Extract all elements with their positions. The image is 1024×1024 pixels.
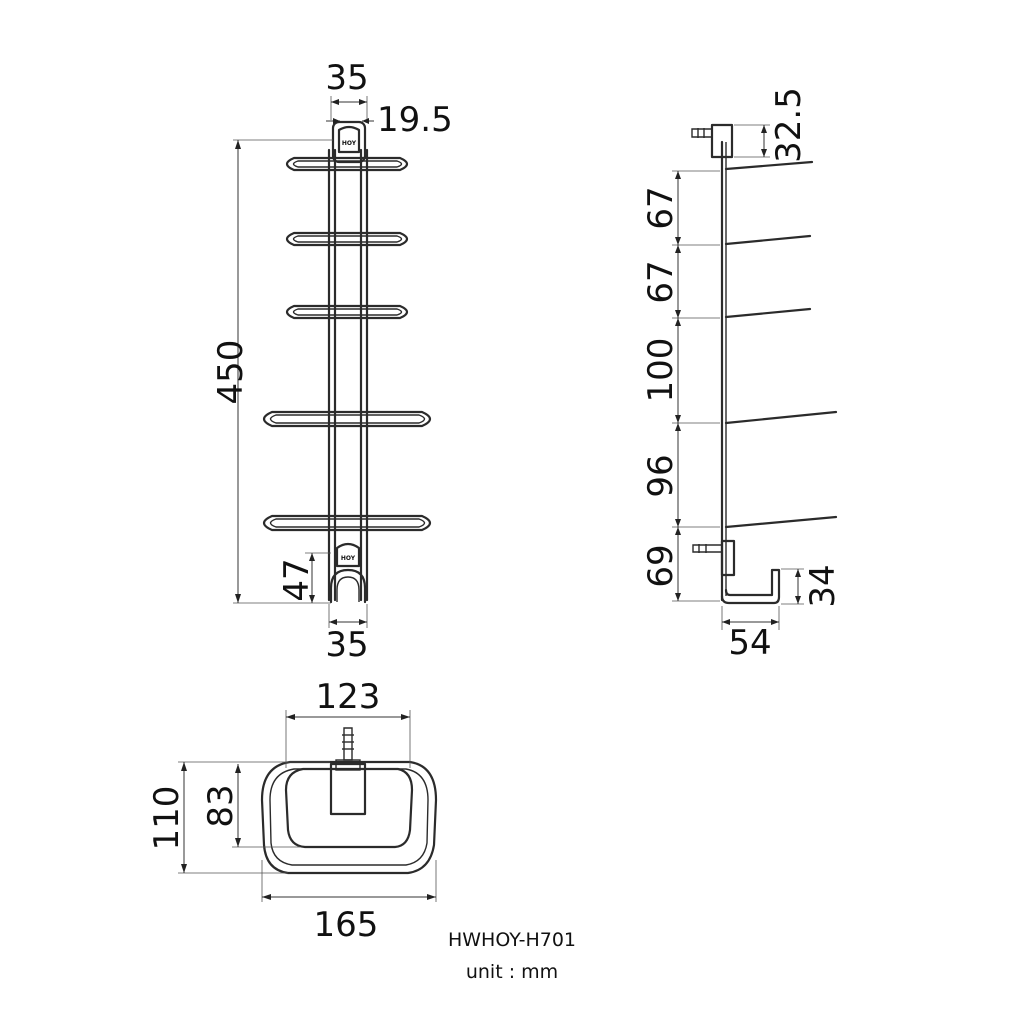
front-bottom-hook-plate bbox=[335, 542, 361, 568]
front-u-hook-inner bbox=[336, 576, 360, 602]
top-screw bbox=[343, 727, 353, 761]
front-shelf-1 bbox=[285, 156, 409, 172]
side-bottom-bracket bbox=[720, 539, 736, 577]
side-gap-5-label: 69 bbox=[641, 544, 681, 587]
top-outer-width-label: 165 bbox=[314, 905, 379, 945]
front-top-inner-label: 19.5 bbox=[377, 100, 453, 140]
side-gap-3-label: 100 bbox=[641, 338, 681, 403]
front-shelf-5 bbox=[262, 514, 432, 532]
top-outer-outline-inner bbox=[269, 768, 429, 866]
side-bottom-screw bbox=[692, 544, 723, 553]
side-j-hook bbox=[720, 568, 781, 605]
side-hook-height-label: 34 bbox=[803, 564, 843, 607]
side-shelf-4 bbox=[724, 410, 838, 425]
side-top-screw bbox=[691, 128, 713, 138]
side-shelf-1 bbox=[724, 160, 814, 171]
front-top-hook-plate bbox=[337, 125, 361, 154]
side-shelf-2 bbox=[724, 234, 812, 246]
front-bottom-offset-label: 47 bbox=[277, 558, 317, 601]
front-shelf-4 bbox=[262, 410, 432, 428]
top-outer-depth-label: 110 bbox=[147, 786, 187, 851]
side-top-bracket bbox=[710, 123, 734, 159]
side-shelf-5 bbox=[724, 515, 838, 529]
side-shelf-3 bbox=[724, 307, 812, 319]
side-hook-depth-label: 54 bbox=[728, 623, 771, 663]
front-view: HOY HOY 35 bbox=[211, 58, 453, 665]
unit-label: unit : mm bbox=[466, 961, 558, 983]
side-top-bracket-label: 32.5 bbox=[769, 87, 809, 163]
front-top-width-label: 35 bbox=[325, 58, 368, 98]
model-number: HWHOY-H701 bbox=[448, 929, 576, 951]
top-rail-box bbox=[329, 762, 367, 816]
top-inner-width-label: 123 bbox=[316, 677, 381, 717]
top-outer-outline bbox=[260, 760, 438, 875]
bottom-logo-text: HOY bbox=[341, 555, 356, 562]
top-inner-outline bbox=[284, 767, 414, 849]
front-shelf-2 bbox=[285, 231, 409, 247]
side-gap-1-label: 67 bbox=[641, 186, 681, 229]
side-view: 32.5 67 67 100 96 69 34 bbox=[641, 87, 843, 663]
front-shelf-3 bbox=[285, 304, 409, 320]
side-gap-2-label: 67 bbox=[641, 260, 681, 303]
top-logo-text: HOY bbox=[342, 140, 357, 147]
side-gap-4-label: 96 bbox=[641, 454, 681, 497]
front-height-label: 450 bbox=[211, 340, 251, 405]
front-u-hook bbox=[329, 568, 367, 604]
front-bottom-width-label: 35 bbox=[325, 625, 368, 665]
top-inner-depth-label: 83 bbox=[201, 784, 241, 827]
top-view: 123 110 83 165 bbox=[147, 677, 438, 945]
front-top-bracket bbox=[331, 120, 367, 164]
